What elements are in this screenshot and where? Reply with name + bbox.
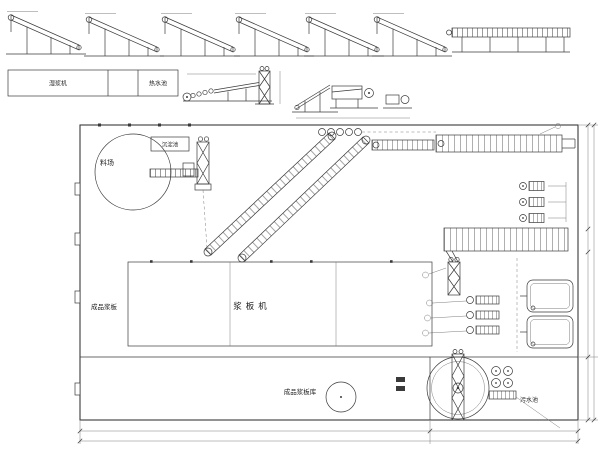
pump-units-right (519, 181, 567, 223)
elevation-views-row (5, 11, 571, 57)
clarifier (426, 349, 490, 421)
pulp-board-machine-label: 浆板机 (233, 301, 271, 312)
finished-pulp-warehouse-label: 成品浆板库 (284, 387, 317, 396)
conveyor-elevation-5 (303, 13, 385, 57)
tank-1 (520, 279, 574, 313)
long-conveyor-plan-top (435, 123, 576, 153)
long-conveyor-plan-mid (443, 227, 569, 263)
material-yard-label: 料场 (100, 158, 114, 167)
conveyor-elevation-4 (233, 13, 315, 57)
plan-view: 料场 沉淀池 (74, 123, 579, 429)
dimension-lines (77, 122, 598, 444)
diagonal-conveyor-1 (203, 131, 337, 257)
conveyor-elevation-3 (159, 13, 241, 57)
finished-pulp-warehouse: 成品浆板库 (284, 377, 405, 413)
legend-cell-left-label: 湿浆机 (49, 80, 67, 88)
legend-cell-right-label: 热水池 (149, 80, 167, 88)
vibrating-screen-detail (330, 85, 378, 109)
building-outline (79, 124, 579, 421)
sedimentation-pool-label: 沉淀池 (162, 141, 179, 149)
sedimentation-pool: 沉淀池 (150, 136, 190, 152)
elevator-tower-2 (422, 256, 461, 296)
door-notch (74, 232, 81, 246)
conveyor-elevation-6 (371, 13, 453, 57)
elevator-tower (194, 136, 212, 191)
conveyor-elevation-1 (5, 11, 87, 55)
bucket-elevator-detail (255, 66, 281, 105)
long-conveyor-elevation (447, 28, 571, 52)
diagonal-conveyor-2 (237, 135, 371, 263)
door-notch (74, 382, 81, 396)
equipment-details (182, 66, 412, 119)
pulp-board-machine-hall: 浆板机 (127, 260, 433, 347)
conveyor-elevation-2 (83, 13, 165, 57)
door-notch (74, 290, 81, 304)
transfer-conveyor (371, 139, 435, 151)
tank-2 (520, 315, 574, 349)
legend-table: 湿浆机 热水池 (7, 69, 179, 97)
sewage-pumps (488, 366, 561, 429)
sewage-pool-label: 污水池 (520, 396, 538, 404)
finished-pulp-board-label: 成品浆板 (91, 302, 118, 311)
material-yard: 料场 (94, 133, 199, 211)
door-notch (74, 182, 81, 196)
pump-rows (422, 295, 500, 337)
